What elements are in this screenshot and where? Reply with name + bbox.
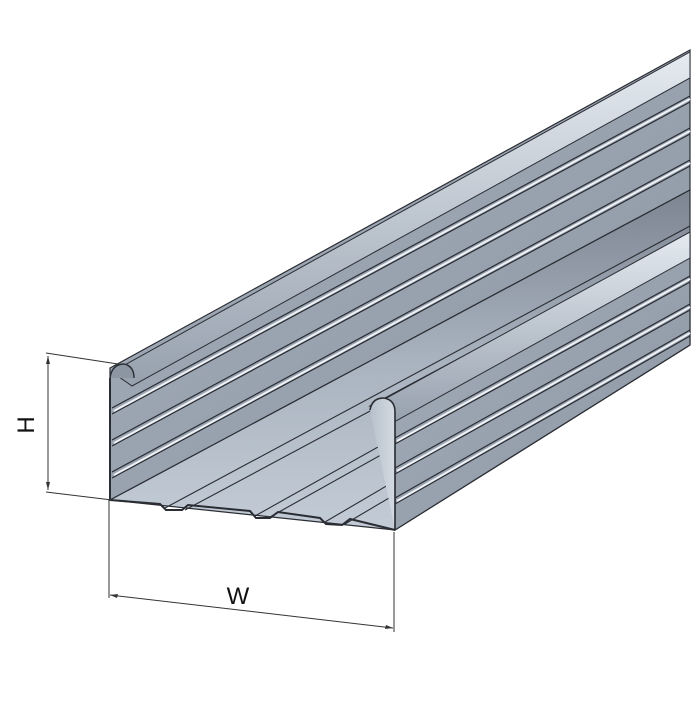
dimension-width: W	[108, 500, 395, 632]
height-label: H	[13, 416, 40, 433]
right-flange	[368, 231, 691, 532]
dimension-height: H	[13, 352, 119, 501]
width-label: W	[227, 583, 250, 610]
left-flange	[109, 48, 691, 502]
